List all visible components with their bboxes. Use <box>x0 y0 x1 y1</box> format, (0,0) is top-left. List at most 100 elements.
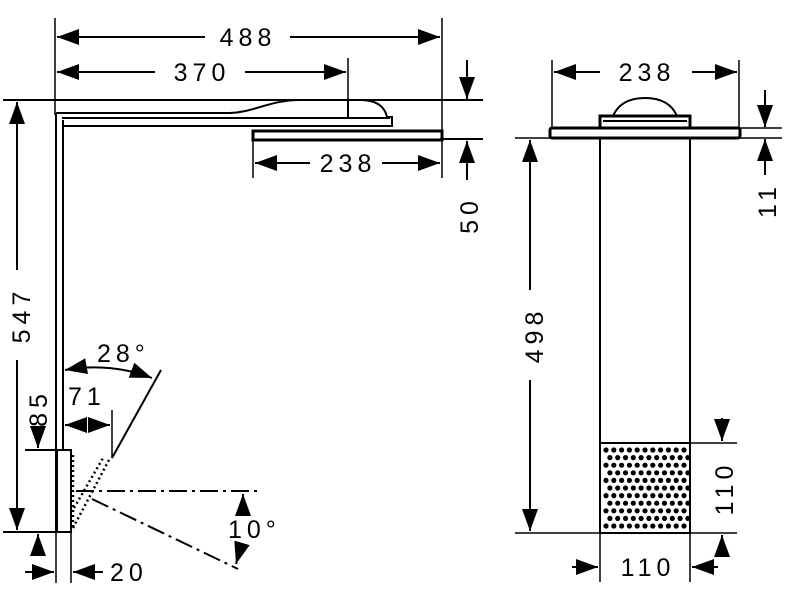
column-front <box>599 137 691 534</box>
nozzle-dot <box>611 447 617 453</box>
nozzle-dot <box>673 462 679 468</box>
dimension-swivel-angle: 28° <box>64 340 162 459</box>
dimension-head-drop: 50 <box>456 60 484 234</box>
nozzle-dot <box>638 500 644 506</box>
nozzle-dot <box>646 485 652 491</box>
nozzle-dot <box>626 477 633 483</box>
nozzle-dot <box>658 462 664 468</box>
nozzle-dot <box>611 462 617 468</box>
nozzle-dot <box>681 523 687 529</box>
dimension-base-depth: 20 <box>25 559 148 587</box>
dimension-label: 85 <box>25 389 53 427</box>
nozzle-dot <box>685 455 691 461</box>
nozzle-dot <box>677 485 683 491</box>
dimension-label: 20 <box>110 559 148 587</box>
nozzle-dot <box>611 508 617 514</box>
nozzle-dot <box>622 515 629 522</box>
nozzle-dot <box>607 470 613 476</box>
dimension-label: 10° <box>228 516 281 544</box>
dimension-base-height: 85 <box>25 389 57 556</box>
nozzle-dot <box>626 523 633 529</box>
nozzle-dot <box>673 508 679 514</box>
dimension-total-height: 547 <box>8 102 36 530</box>
nozzle-dot <box>650 477 656 483</box>
nozzle-dot <box>607 500 613 506</box>
nozzle-dot <box>677 470 683 476</box>
nozzle-dot <box>634 447 640 453</box>
nozzle-dot <box>611 523 617 529</box>
spray-angle: 10° <box>76 490 281 570</box>
nozzle-dot <box>603 462 609 468</box>
nozzle-dot <box>607 455 613 461</box>
dimension-column-height: 498 <box>515 137 600 534</box>
nozzle-dot <box>665 508 672 514</box>
nozzle-dot <box>673 523 679 529</box>
nozzle-dot <box>665 447 672 453</box>
nozzle-dot <box>650 447 656 453</box>
nozzle-dot <box>642 462 648 468</box>
nozzle-dot <box>681 447 687 453</box>
nozzle-dot <box>630 485 636 491</box>
nozzle-dot <box>658 493 664 499</box>
nozzle-dot <box>665 523 672 529</box>
nozzle-dot <box>685 485 691 491</box>
nozzle-dot <box>677 455 683 461</box>
nozzle-dot <box>642 477 648 483</box>
nozzle-dot <box>630 455 636 461</box>
dimension-label: 28° <box>97 340 150 368</box>
dimension-swivel-offset: 71 <box>65 383 113 458</box>
dimension-label: 488 <box>220 24 277 52</box>
nozzle-dot <box>622 500 629 506</box>
dimension-spout-reach: 370 <box>57 59 346 87</box>
nozzle-dot <box>615 485 621 491</box>
nozzle-dot <box>638 470 644 476</box>
nozzle-dot <box>642 447 648 453</box>
nozzle-dot <box>603 523 609 529</box>
nozzle-dot <box>654 455 660 461</box>
nozzle-dot <box>654 500 660 506</box>
dimension-label: 11 <box>754 182 782 218</box>
nozzle-dot <box>677 500 683 506</box>
nozzle-dot <box>661 500 668 506</box>
nozzle-dot <box>642 523 648 529</box>
nozzle-dot <box>611 493 617 499</box>
dimension-overall-length: 488 <box>57 24 440 52</box>
nozzle-dot <box>654 515 660 522</box>
dimension-label: 547 <box>8 287 36 344</box>
nozzle-dot <box>634 477 640 483</box>
dimension-label: 238 <box>320 150 377 178</box>
front-view: 238 11 498 <box>515 59 782 582</box>
nozzle-dot <box>658 523 664 529</box>
nozzle-dot <box>603 493 609 499</box>
nozzle-dot <box>669 515 675 522</box>
nozzle-dot <box>658 508 664 514</box>
nozzle-dot <box>673 493 679 499</box>
dimension-plate-thickness: 11 <box>740 90 782 218</box>
nozzle-dot <box>673 477 679 483</box>
dimension-label: 498 <box>521 307 549 364</box>
nozzle-dot <box>619 493 625 499</box>
nozzle-dot <box>669 485 675 491</box>
nozzle-dot <box>619 477 625 483</box>
nozzle-dot <box>638 455 644 461</box>
nozzle-dot <box>673 447 679 453</box>
nozzle-dot <box>634 508 640 514</box>
nozzle-dot <box>685 500 691 506</box>
nozzle-dot <box>619 523 625 529</box>
nozzle-dot <box>630 470 636 476</box>
dimension-grid-height: 110 <box>690 418 739 557</box>
dimension-label: 71 <box>68 383 106 411</box>
nozzle-dot <box>646 470 652 476</box>
nozzle-dot <box>650 462 656 468</box>
nozzle-dot <box>669 470 675 476</box>
side-view: 488 370 238 50 <box>3 18 484 587</box>
nozzle-dot <box>654 470 660 476</box>
dimension-head-width-side: 238 <box>255 150 440 178</box>
nozzle-dot <box>626 447 633 453</box>
nozzle-dot <box>646 515 652 522</box>
nozzle-dot <box>661 515 668 522</box>
spout-profile <box>56 99 444 142</box>
nozzle-dot <box>677 515 683 522</box>
nozzle-dot <box>650 508 656 514</box>
